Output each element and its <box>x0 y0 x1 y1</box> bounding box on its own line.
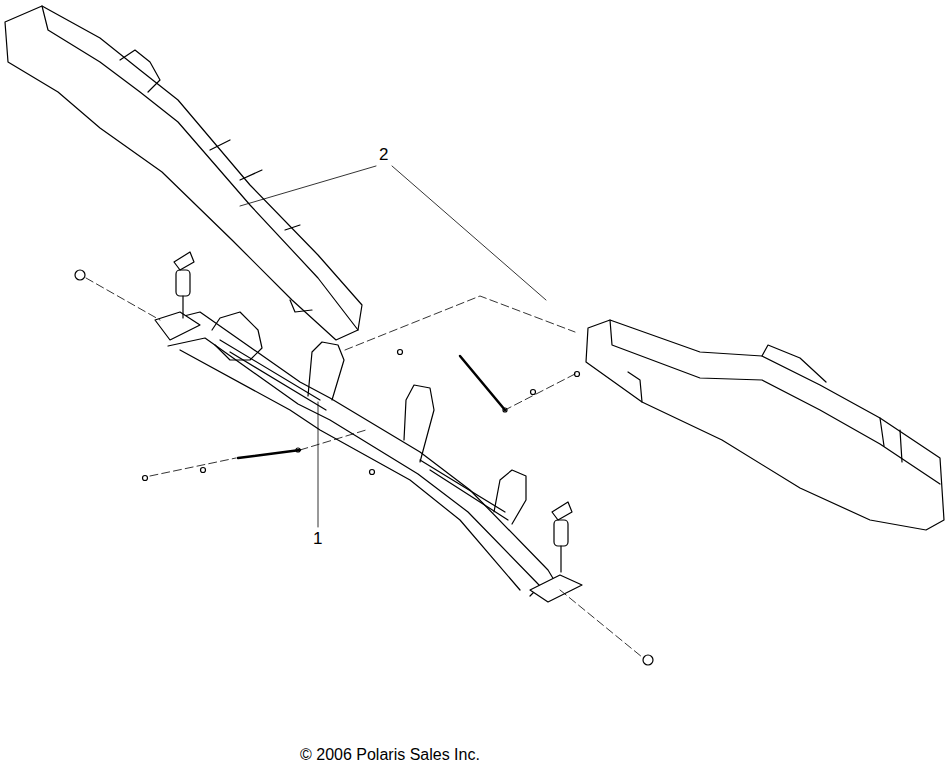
leader-line <box>240 166 546 527</box>
callout-number: 2 <box>379 146 388 163</box>
assembly-line <box>86 278 642 657</box>
rack-frame <box>155 312 582 602</box>
callout-number: 1 <box>313 530 322 547</box>
nut <box>75 270 653 665</box>
copyright-notice: © 2006 Polaris Sales Inc. <box>300 747 480 763</box>
latch-pin <box>174 252 572 572</box>
gun-scabbard <box>5 6 362 340</box>
bolt <box>238 356 507 458</box>
gun-scabbard <box>586 320 944 530</box>
